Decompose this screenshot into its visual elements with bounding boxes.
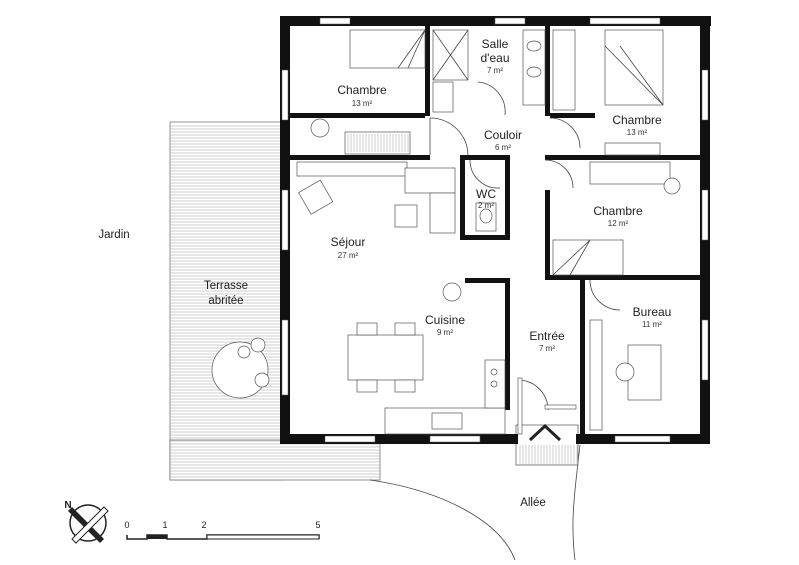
room-label-bureau: Bureau <box>633 305 672 319</box>
compass-north-label: N <box>64 500 71 511</box>
north-compass-icon: N <box>64 500 109 544</box>
exterior-walls <box>280 16 711 444</box>
room-label-chambre-2: Chambre <box>612 113 662 127</box>
room-label-sejour: Séjour <box>331 235 366 249</box>
living-furniture <box>296 161 462 302</box>
room-area-chambre-2: 13 m² <box>627 128 648 137</box>
room-area-entree: 7 m² <box>539 344 555 353</box>
room-area-wc: 2 m² <box>478 201 494 210</box>
entrance-step <box>515 423 579 466</box>
bed-chambre-1 <box>310 29 426 155</box>
dining-table <box>347 322 424 393</box>
scale-tick-2: 2 <box>201 520 206 530</box>
room-label-salle-deau-1: Salle <box>482 37 509 51</box>
label-terrasse-2: abritée <box>208 295 243 307</box>
room-area-salle-deau: 7 m² <box>487 66 503 75</box>
room-label-cuisine: Cuisine <box>425 313 465 327</box>
scale-bar: 0 1 2 5 <box>124 520 321 540</box>
bed-chambre-3 <box>552 161 681 276</box>
bed-chambre-2 <box>552 29 664 156</box>
scale-tick-0: 0 <box>124 520 129 530</box>
doors <box>429 81 621 435</box>
bathroom-fixtures <box>432 29 546 113</box>
label-terrasse-1: Terrasse <box>204 280 248 292</box>
room-label-wc: WC <box>476 187 496 201</box>
room-label-chambre-3: Chambre <box>593 204 643 218</box>
scale-tick-1: 1 <box>162 520 167 530</box>
room-area-chambre-1: 13 m² <box>352 99 373 108</box>
wc-fixture <box>475 202 497 232</box>
room-label-chambre-1: Chambre <box>337 83 387 97</box>
room-area-bureau: 11 m² <box>642 320 662 329</box>
room-area-couloir: 6 m² <box>495 143 511 152</box>
kitchen-counter <box>384 359 506 435</box>
garden-path-edge <box>572 444 581 561</box>
room-label-couloir: Couloir <box>484 128 522 142</box>
office-furniture <box>589 319 662 431</box>
scale-tick-5: 5 <box>315 520 320 530</box>
room-label-entree: Entrée <box>529 329 565 343</box>
interior-walls <box>290 16 700 440</box>
label-allee: Allée <box>520 497 546 509</box>
room-area-sejour: 27 m² <box>338 251 359 260</box>
garden-path <box>369 479 516 561</box>
room-area-cuisine: 9 m² <box>437 328 453 337</box>
terrace-table <box>211 337 270 399</box>
room-label-salle-deau-2: d'eau <box>481 51 510 65</box>
room-area-chambre-3: 12 m² <box>608 219 629 228</box>
label-jardin: Jardin <box>98 229 129 241</box>
terrace-deck <box>169 121 381 481</box>
